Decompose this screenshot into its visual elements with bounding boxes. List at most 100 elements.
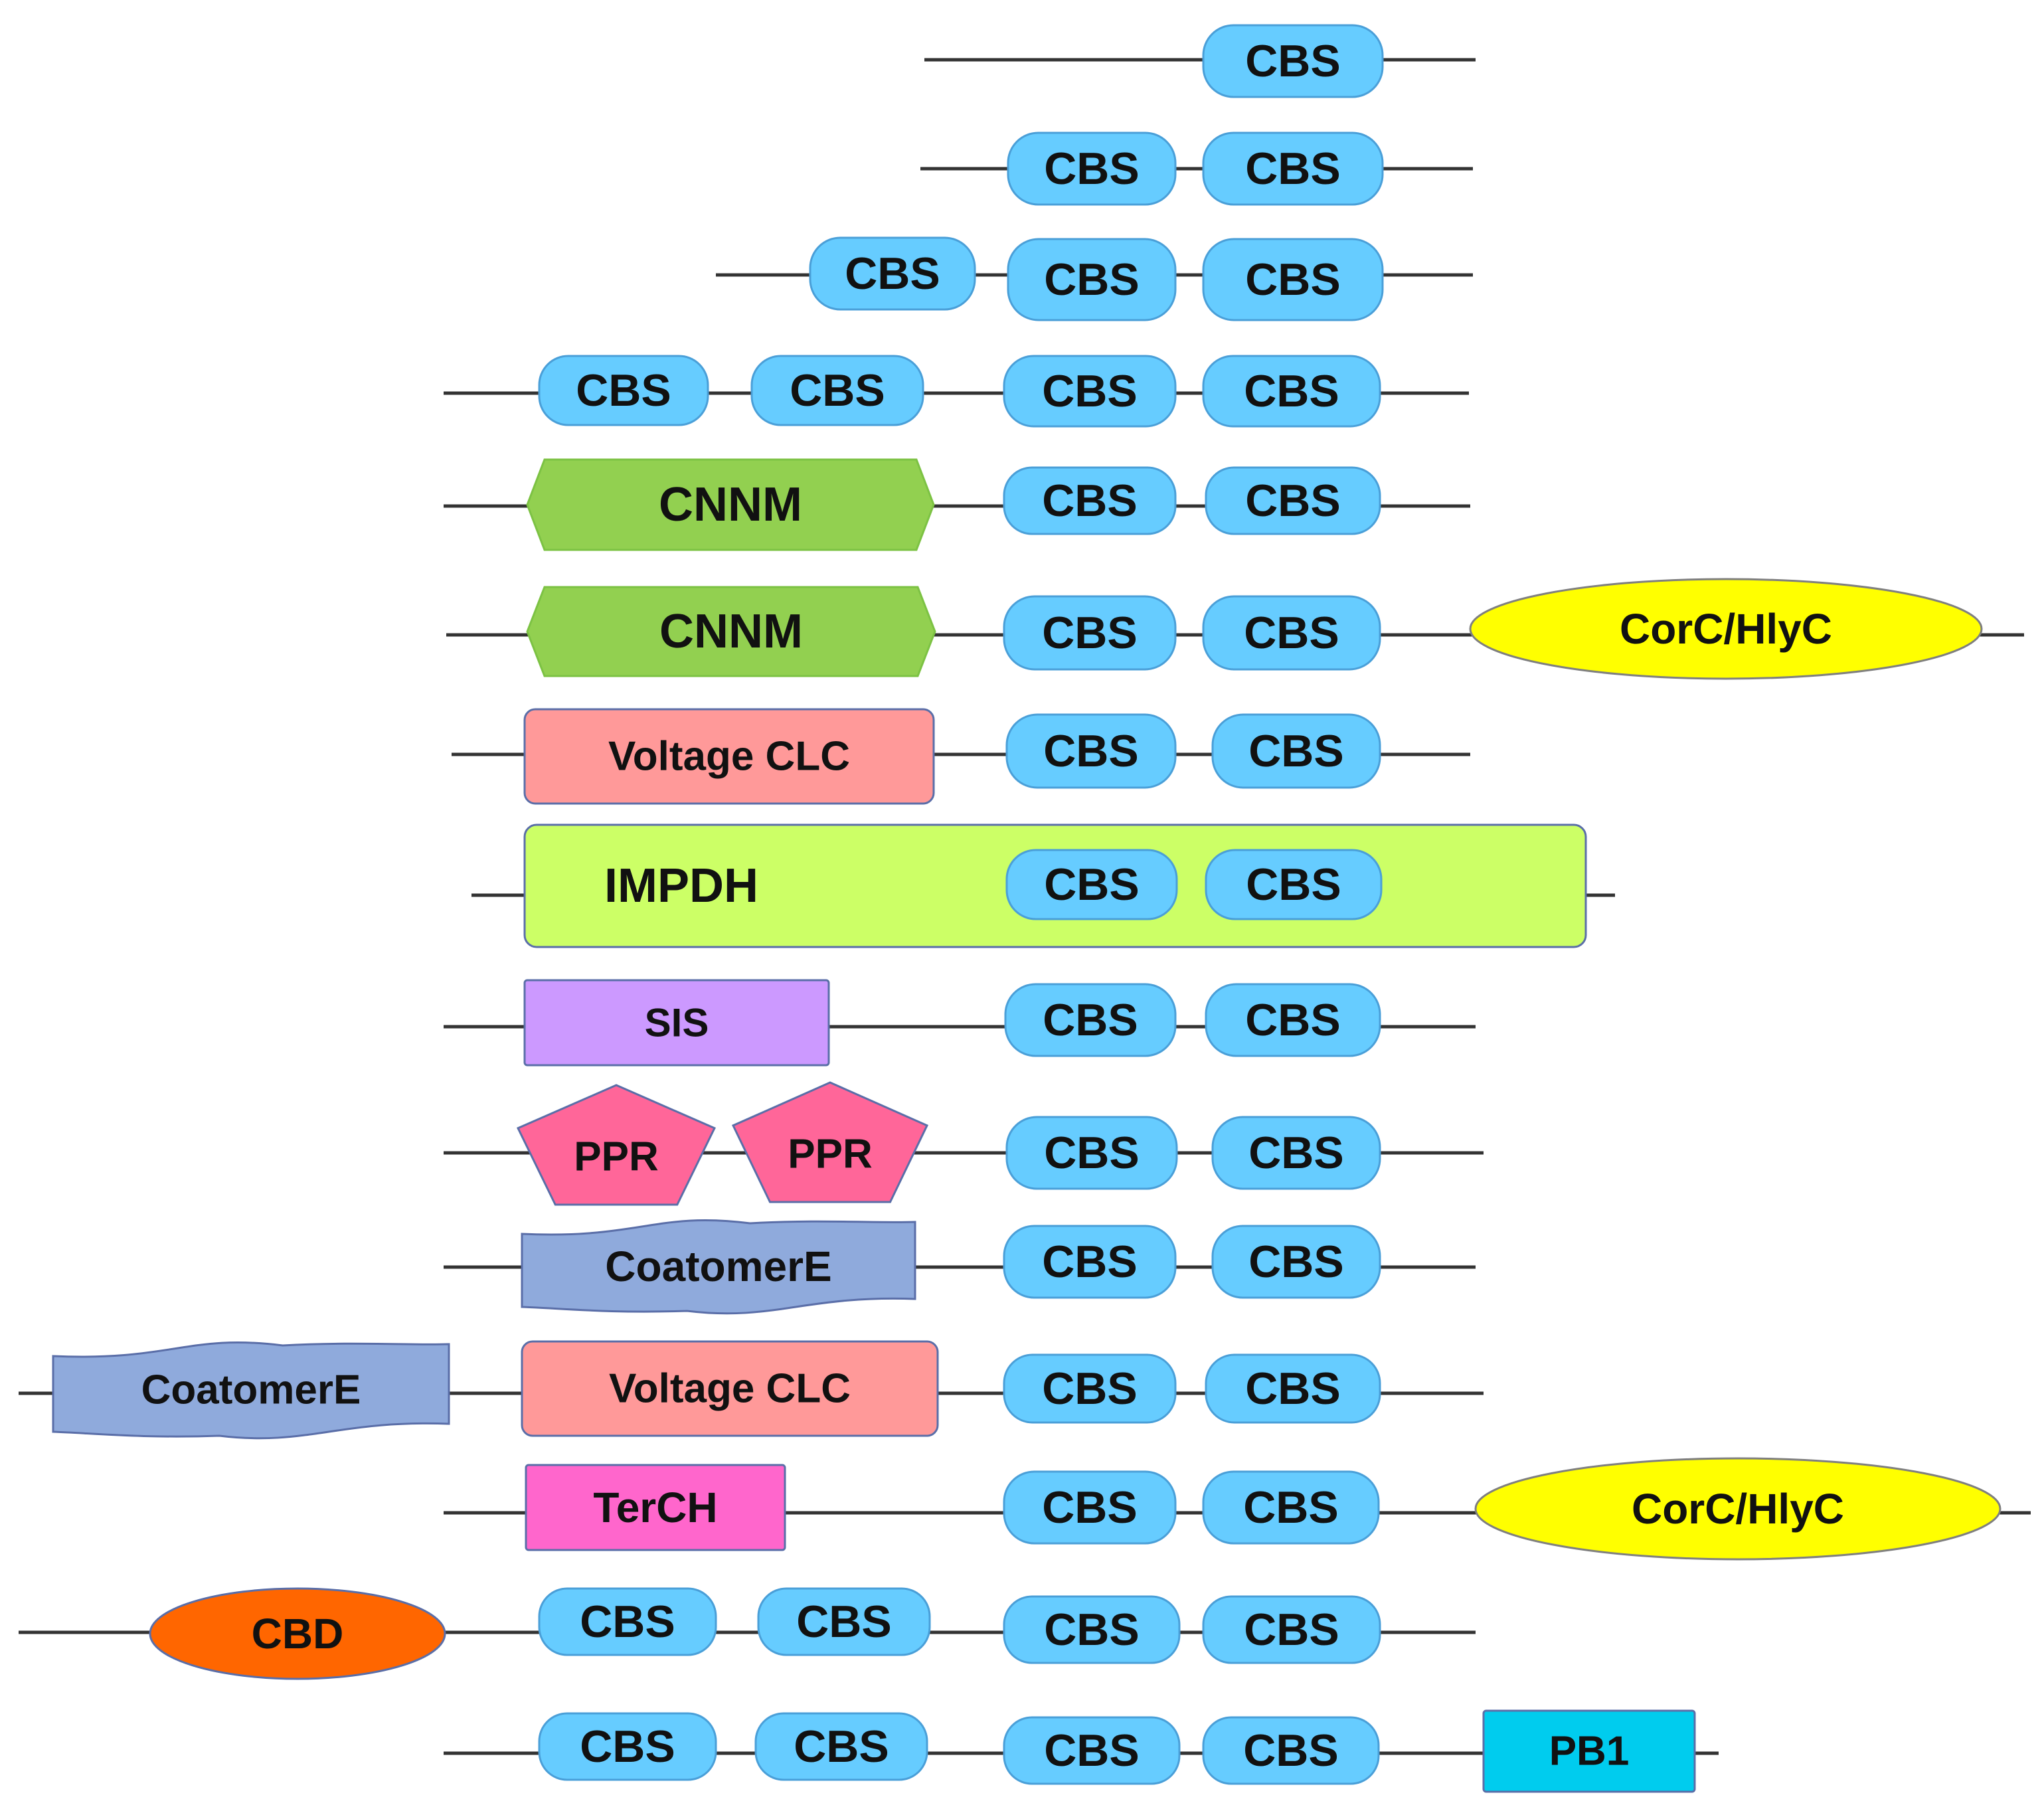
protein-7-row: Voltage CLC CBS CBS [452, 708, 1470, 805]
protein-15-row: CBS CBS CBS CBS PB1 [444, 1709, 1719, 1793]
cnnm-label: CNNM [659, 478, 802, 531]
cnnm-label: CNNM [659, 605, 803, 658]
cbs-label: CBS [1042, 475, 1138, 526]
terch-domain: TerCH [525, 1464, 786, 1551]
impdh-label: IMPDH [604, 859, 758, 912]
cbs-domain: CBS [1211, 713, 1381, 789]
coatomer-label: CoatomerE [141, 1367, 361, 1413]
cbs-domain: CBS [1202, 24, 1384, 98]
corc-label: CorC/HlyC [1620, 605, 1832, 653]
protein-4-row: CBS CBS CBS CBS [444, 355, 1469, 428]
protein-3-row: CBS CBS CBS [716, 236, 1473, 321]
cbs-label: CBS [845, 248, 940, 299]
protein-10-row: PPR PPR CBS CBS [444, 1081, 1484, 1206]
ppr-label: PPR [574, 1134, 658, 1180]
cbs-label: CBS [1043, 726, 1139, 776]
cbs-domain: CBS [1003, 1225, 1177, 1299]
cbs-domain: CBS [1003, 1470, 1177, 1545]
cbs-domain: CBS [1202, 355, 1381, 428]
vclc-label: Voltage CLC [609, 1366, 851, 1412]
cbs-label: CBS [580, 1596, 675, 1647]
protein-9-row: SIS CBS CBS [444, 979, 1476, 1067]
protein-14-row: CBD CBS CBS CBS CBS [19, 1587, 1476, 1680]
cbs-label: CBS [1042, 1482, 1138, 1533]
cbs-label: CBS [1245, 995, 1341, 1045]
cbs-domain: CBS [1205, 466, 1381, 535]
cbs-domain: CBS [1003, 355, 1177, 428]
cbs-label: CBS [580, 1721, 675, 1772]
cbs-label: CBS [1244, 366, 1339, 416]
cbs-domain: CBS [1003, 595, 1177, 671]
vclc-domain: Voltage CLC [523, 708, 935, 805]
cbs-domain: CBS [1004, 983, 1177, 1057]
cbs-label: CBS [1044, 1725, 1140, 1776]
ppr-label: PPR [788, 1132, 872, 1177]
cbs-domain: CBS [750, 355, 924, 426]
cbs-domain: CBS [1205, 983, 1381, 1057]
cbs-domain: CBS [1005, 713, 1177, 789]
protein-2-row: CBS CBS [920, 131, 1473, 206]
cbs-label: CBS [1246, 859, 1341, 910]
cnnm-domain: CNNM [526, 458, 935, 551]
cbs-domain: CBS [1205, 849, 1383, 920]
cbs-label: CBS [1042, 1363, 1138, 1414]
cbd-label: CBD [252, 1610, 344, 1658]
pb1-domain: PB1 [1482, 1709, 1696, 1793]
cbs-label: CBS [1245, 475, 1341, 526]
cbs-label: CBS [1042, 366, 1138, 416]
cbs-domain: CBS [1202, 595, 1381, 671]
cbs-domain: CBS [1202, 1470, 1380, 1545]
cbs-label: CBS [1044, 143, 1140, 194]
cbs-label: CBS [1043, 995, 1138, 1045]
cbs-domain: CBS [1003, 466, 1177, 535]
cbs-domain: CBS [1205, 1353, 1381, 1424]
cbs-label: CBS [1044, 1128, 1140, 1178]
cbs-domain: CBS [1005, 849, 1178, 920]
cbs-domain: CBS [1007, 238, 1177, 321]
cbs-label: CBS [576, 365, 671, 416]
protein-5-row: CNNM CBS CBS [444, 458, 1470, 551]
cbs-domain: CBS [1005, 1116, 1178, 1190]
cbs-label: CBS [796, 1596, 892, 1647]
protein-12-row: CoatomerE Voltage CLC CBS CBS [19, 1340, 1484, 1440]
cbs-domain: CBS [1007, 131, 1177, 206]
vclc-label: Voltage CLC [608, 734, 850, 780]
cnnm-domain: CNNM [526, 586, 936, 677]
protein-1-row: CBS [924, 24, 1476, 98]
protein-13-row: TerCH CBS CBS CorC/HlyC [444, 1457, 2031, 1561]
cbs-label: CBS [1245, 254, 1341, 305]
cbs-label: CBS [1042, 1237, 1138, 1287]
cbs-label: CBS [1244, 1604, 1339, 1655]
cbs-domain: CBS [1003, 1716, 1181, 1785]
protein-8-row: IMPDH CBS CBS [471, 823, 1615, 948]
cbs-domain: CBS [1003, 1353, 1177, 1424]
corc-label: CorC/HlyC [1632, 1485, 1844, 1533]
coatomer-domain: CoatomerE [52, 1341, 450, 1440]
sis-domain: SIS [523, 979, 830, 1067]
cbs-domain: CBS [1202, 238, 1384, 321]
sis-label: SIS [645, 1001, 709, 1045]
coatomer-domain: CoatomerE [521, 1219, 916, 1315]
cbs-domain: CBS [1202, 1595, 1381, 1664]
cbs-domain: CBS [538, 355, 709, 426]
cbs-label: CBS [1245, 1363, 1341, 1414]
cbs-domain: CBS [809, 236, 976, 311]
cbs-label: CBS [1042, 608, 1138, 658]
ppr-domain: PPR [516, 1084, 717, 1206]
cbs-domain: CBS [1202, 1716, 1380, 1785]
cbs-domain: CBS [538, 1587, 717, 1656]
ppr-domain: PPR [731, 1081, 929, 1203]
cbs-label: CBS [1245, 36, 1341, 86]
vclc-domain: Voltage CLC [521, 1340, 939, 1437]
terch-label: TerCH [593, 1484, 717, 1531]
coatomer-label: CoatomerE [605, 1243, 831, 1290]
cbs-domain: CBS [754, 1712, 928, 1781]
cbs-label: CBS [1248, 1128, 1344, 1178]
cbs-label: CBS [1044, 254, 1140, 305]
cbs-domain: CBS [757, 1587, 931, 1656]
cbs-domain: CBS [1003, 1595, 1181, 1664]
cbs-label: CBS [1245, 143, 1341, 194]
corc-domain: CorC/HlyC [1474, 1457, 2001, 1561]
